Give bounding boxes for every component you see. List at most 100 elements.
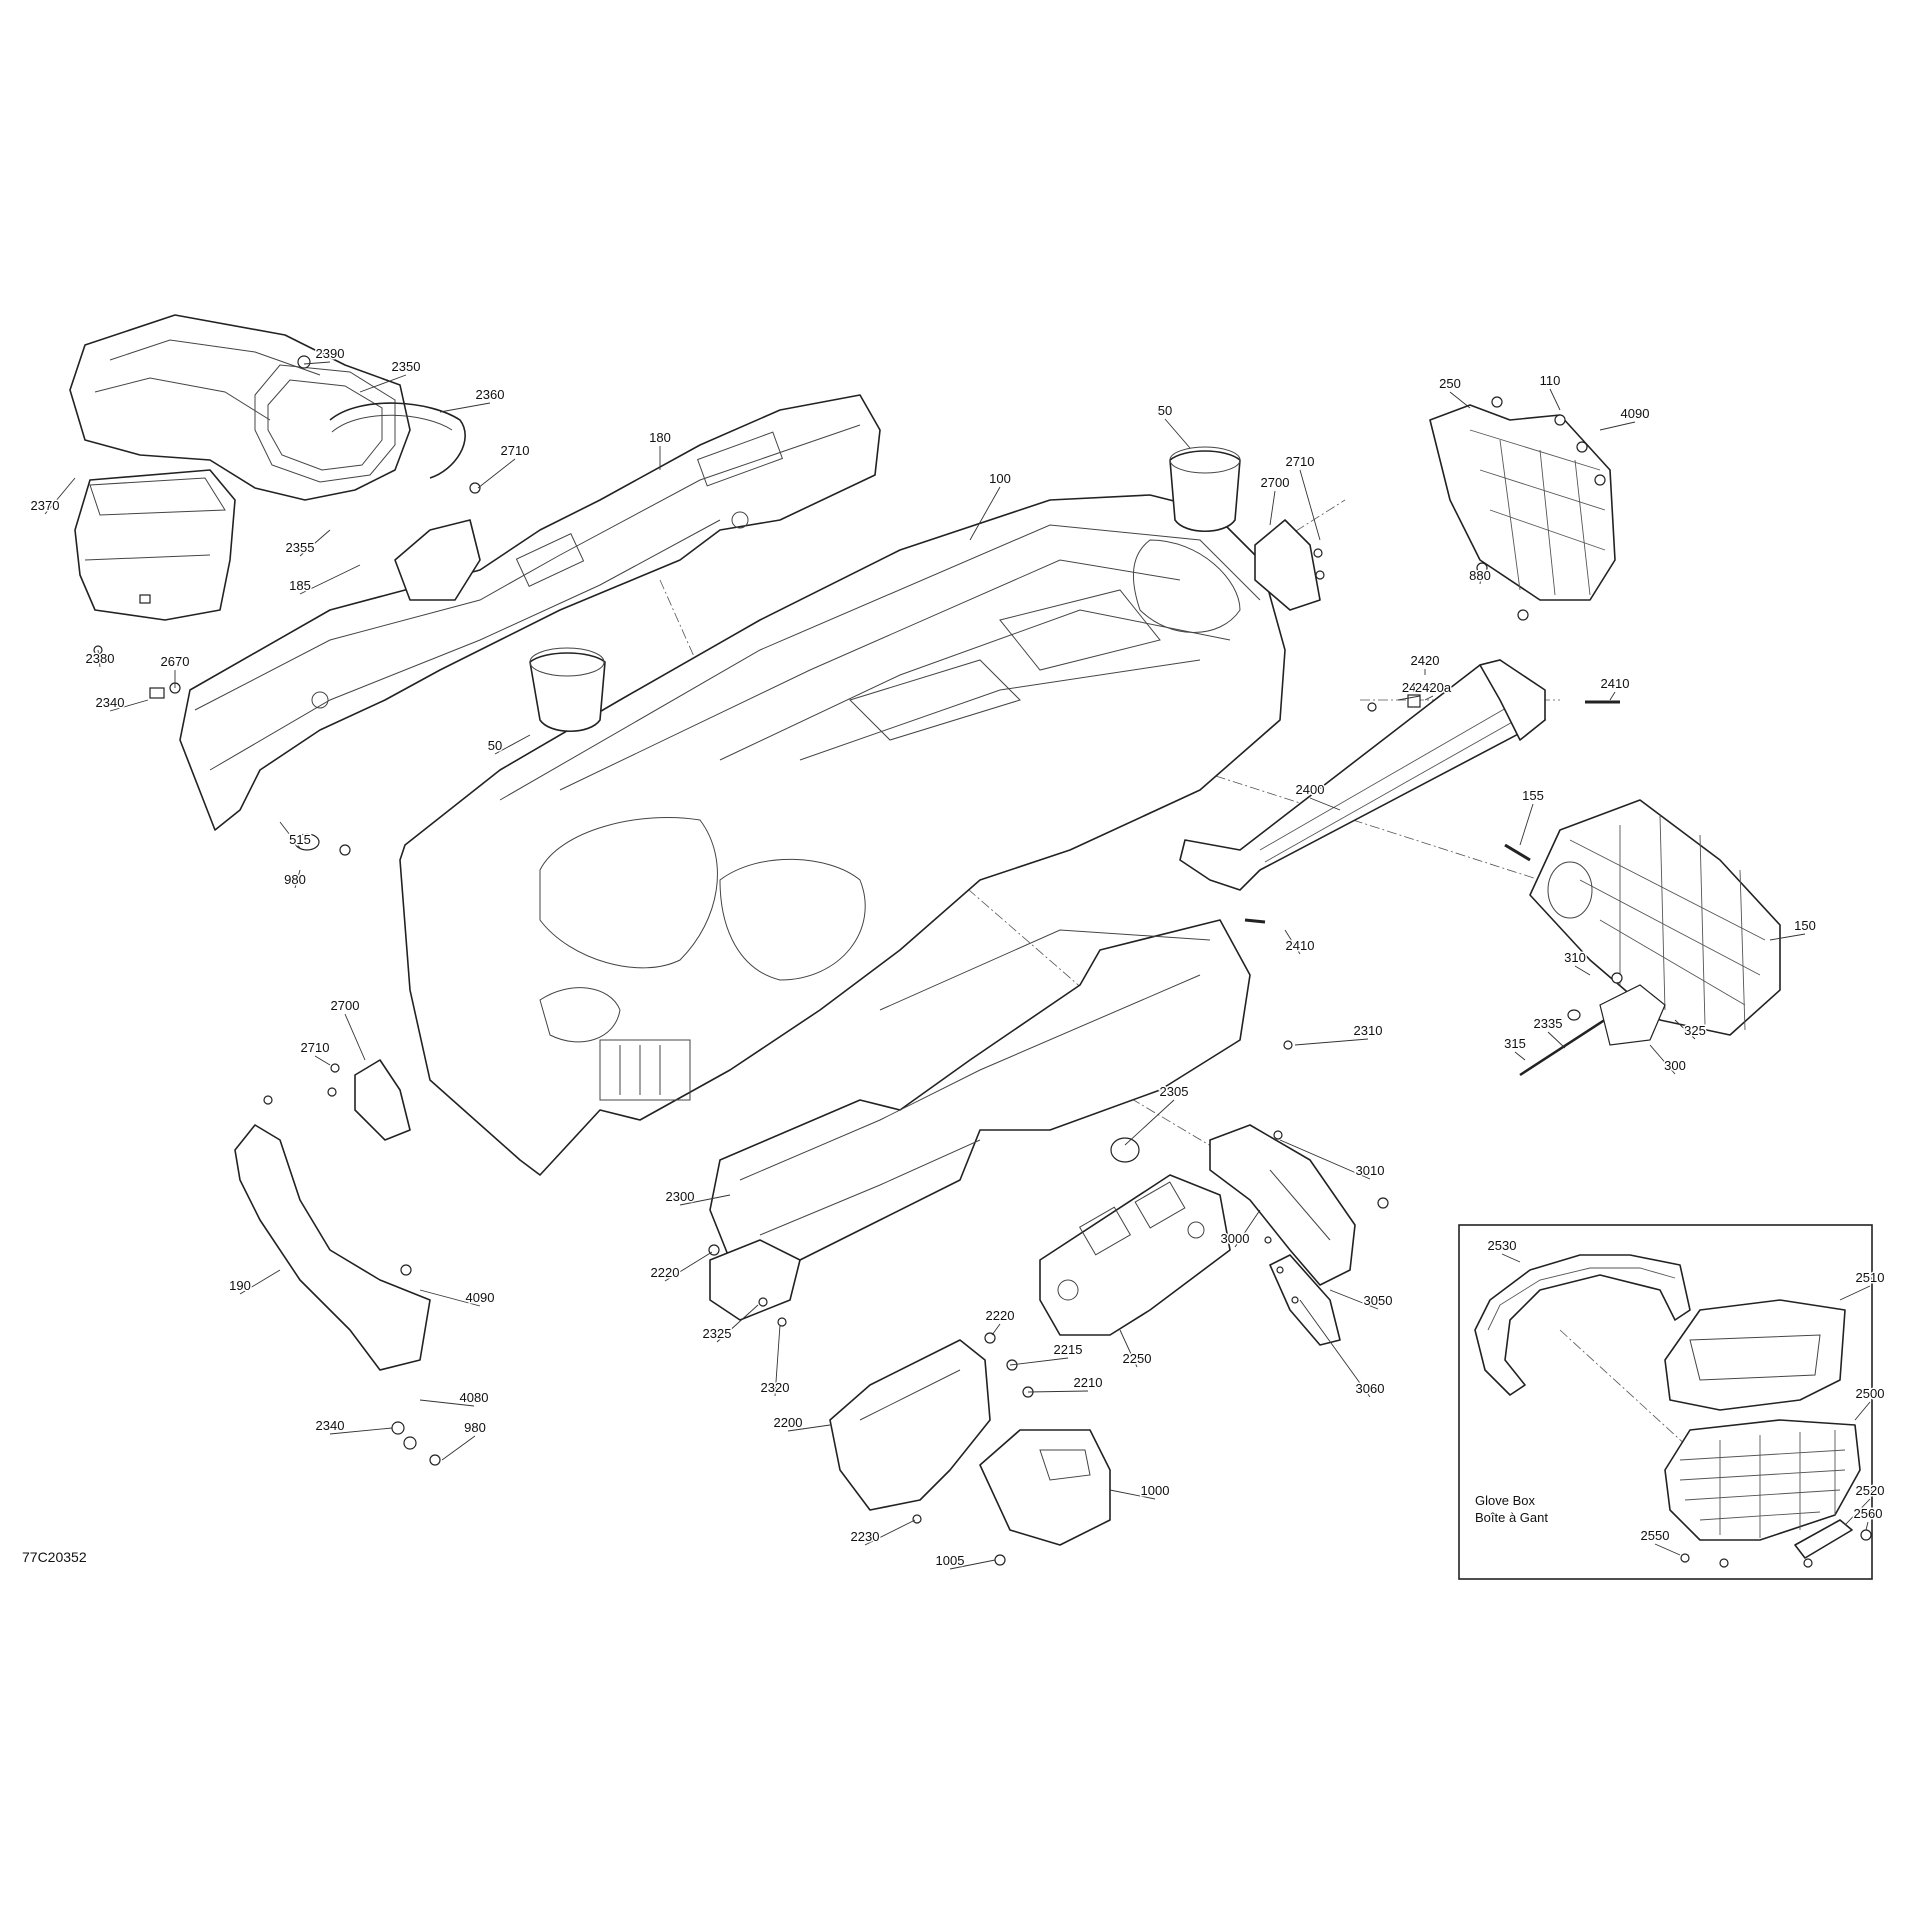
callout-leader xyxy=(1299,1299,1371,1398)
bracket-3000 xyxy=(1209,1124,1356,1286)
callout-2335: 2335 xyxy=(1534,1016,1563,1031)
callout-2400: 2400 xyxy=(1296,782,1325,797)
callout-leader xyxy=(1549,388,1561,411)
callout-2380: 2380 xyxy=(86,651,115,666)
callout-2305: 2305 xyxy=(1160,1084,1189,1099)
callout-leader xyxy=(299,529,331,557)
callout-2520: 2520 xyxy=(1856,1483,1885,1498)
gauge-housing-2350 xyxy=(69,314,411,501)
callout-2410: 2410 xyxy=(1286,938,1315,953)
callout-155: 155 xyxy=(1522,788,1544,803)
hardware-fasteners xyxy=(93,355,1666,1566)
callout-2560: 2560 xyxy=(1854,1506,1883,1521)
cup-holder-50-right xyxy=(1169,446,1241,532)
callout-2200: 2200 xyxy=(774,1415,803,1430)
callout-leader xyxy=(1234,1209,1261,1248)
callout-leader xyxy=(1397,695,1421,701)
callout-2550: 2550 xyxy=(1641,1528,1670,1543)
callout-leader xyxy=(439,402,491,413)
callout-980: 980 xyxy=(284,872,306,887)
vent-panel-2250 xyxy=(1039,1174,1231,1336)
callout-185: 185 xyxy=(289,578,311,593)
callout-2300: 2300 xyxy=(666,1189,695,1204)
callout-2710: 2710 xyxy=(301,1040,330,1055)
callout-325: 325 xyxy=(1684,1023,1706,1038)
callout-2355: 2355 xyxy=(286,540,315,555)
callout-leader xyxy=(787,1424,831,1432)
callout-515: 515 xyxy=(289,832,311,847)
callout-leader xyxy=(419,1399,475,1407)
callout-310: 310 xyxy=(1564,950,1586,965)
gauge-bezel-2360 xyxy=(329,402,466,479)
callout-leader xyxy=(716,1304,759,1343)
callout-leader xyxy=(359,374,407,393)
callout-2340: 2340 xyxy=(96,695,125,710)
callout-2500: 2500 xyxy=(1856,1386,1885,1401)
callout-leader xyxy=(991,1323,1001,1336)
side-panel-150 xyxy=(1529,799,1781,1036)
callout-leader xyxy=(1164,418,1191,449)
callout-leader xyxy=(1479,569,1483,585)
side-panel-250 xyxy=(1429,404,1616,601)
callout-2320: 2320 xyxy=(761,1380,790,1395)
callout-2360: 2360 xyxy=(476,387,505,402)
callout-leader xyxy=(664,1251,713,1282)
callout-50: 50 xyxy=(1158,403,1172,418)
callout-leader xyxy=(1424,695,1434,701)
callout-leader xyxy=(1284,929,1301,955)
side-trim-190 xyxy=(234,1124,431,1371)
callout-2420a: 2420a xyxy=(1415,680,1452,695)
callout-leader xyxy=(299,564,361,595)
callout-leader xyxy=(864,1519,916,1546)
callout-3050: 3050 xyxy=(1364,1293,1393,1308)
callout-315: 315 xyxy=(1504,1036,1526,1051)
callout-leader xyxy=(477,458,516,489)
callout-1005: 1005 xyxy=(936,1553,965,1568)
callout-880: 880 xyxy=(1469,568,1491,583)
callout-leader xyxy=(1654,1543,1681,1556)
callout-2310: 2310 xyxy=(1354,1023,1383,1038)
callout-leader xyxy=(279,821,301,849)
bracket-185 xyxy=(394,519,481,601)
callout-leader xyxy=(1514,1051,1526,1061)
callout-leader xyxy=(344,1013,366,1061)
callout-2215: 2215 xyxy=(1054,1342,1083,1357)
callout-2250: 2250 xyxy=(1123,1351,1152,1366)
glove-box-body-2300 xyxy=(709,919,1251,1321)
callout-2325: 2325 xyxy=(703,1326,732,1341)
callout-leader xyxy=(1839,1285,1871,1301)
grab-handle-2400 xyxy=(1179,659,1546,891)
bracket-2700-right xyxy=(1254,519,1321,611)
callout-2370: 2370 xyxy=(31,498,60,513)
callout-leader xyxy=(329,1427,393,1435)
callout-leader xyxy=(1674,1019,1696,1040)
callout-leader xyxy=(1769,933,1806,941)
callout-leader xyxy=(774,1324,781,1397)
callout-2670: 2670 xyxy=(161,654,190,669)
inset-title-en: Glove Box xyxy=(1475,1493,1535,1508)
callout-leader xyxy=(1449,391,1471,409)
callout-2710: 2710 xyxy=(501,443,530,458)
callout-4090: 4090 xyxy=(466,1290,495,1305)
callout-2420b: 2420b xyxy=(1402,680,1438,695)
callout-2510: 2510 xyxy=(1856,1270,1885,1285)
callout-150: 150 xyxy=(1794,918,1816,933)
callout-leader xyxy=(949,1559,996,1570)
callout-2230: 2230 xyxy=(851,1529,880,1544)
callout-leader xyxy=(441,1435,476,1461)
mounting-rail-180 xyxy=(179,394,881,831)
callout-3060: 3060 xyxy=(1356,1381,1385,1396)
callout-4090: 4090 xyxy=(1621,406,1650,421)
callout-3010: 3010 xyxy=(1356,1163,1385,1178)
callout-leader xyxy=(239,1269,281,1295)
callout-leader xyxy=(1574,965,1591,976)
callout-leader xyxy=(1269,490,1276,526)
callout-leader xyxy=(1294,1038,1369,1046)
lower-panel-1000 xyxy=(979,1429,1111,1546)
callout-2340: 2340 xyxy=(316,1418,345,1433)
callout-leader xyxy=(1119,1329,1138,1368)
callout-2420: 2420 xyxy=(1411,653,1440,668)
callout-leader xyxy=(1519,803,1534,846)
callout-leader xyxy=(1649,1044,1676,1075)
bracket-3050 xyxy=(1269,1254,1341,1346)
